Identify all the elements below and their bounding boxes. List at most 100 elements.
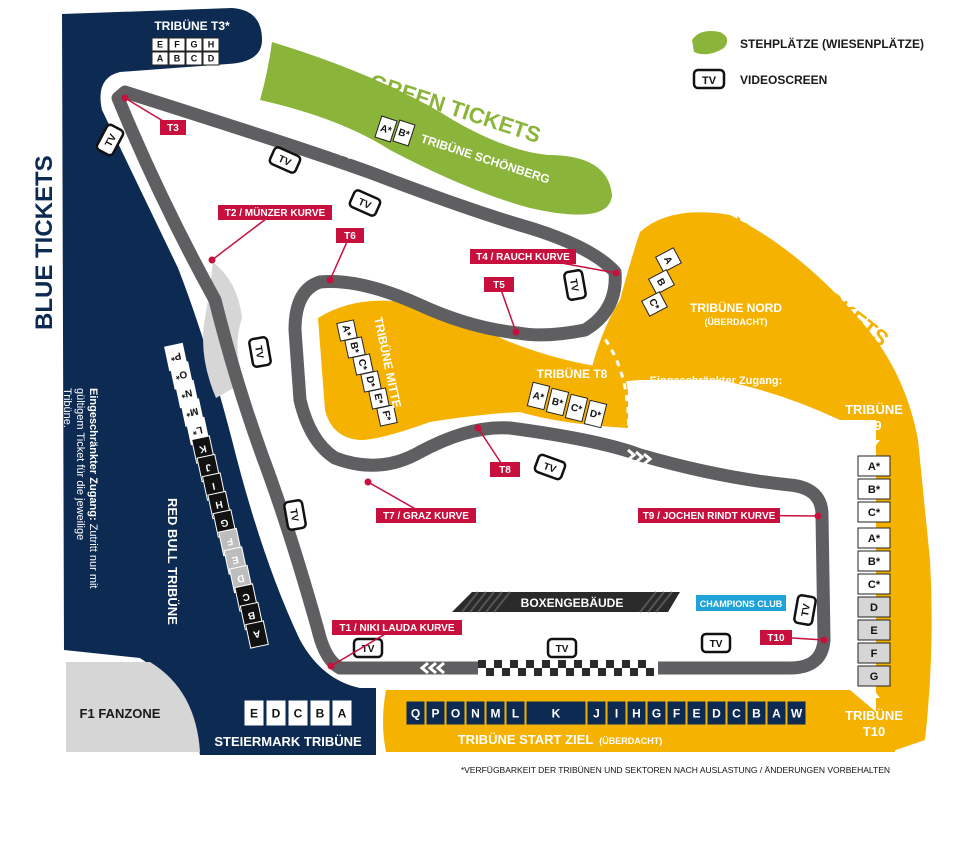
sector-c-star: C* xyxy=(857,573,891,595)
sector-l: L xyxy=(505,700,526,726)
sector-c-star: C* xyxy=(857,501,891,523)
sector-d: D xyxy=(706,700,727,726)
svg-text:T10: T10 xyxy=(767,633,785,644)
svg-text:M: M xyxy=(491,706,501,720)
turn-label-t4: T4 / RAUCH KURVE xyxy=(470,249,620,277)
tv-icon: TV xyxy=(95,123,125,157)
svg-text:P: P xyxy=(431,706,439,720)
svg-text:H: H xyxy=(632,706,641,720)
sector-e: E xyxy=(243,699,265,727)
turn-label-t8: T8 xyxy=(474,424,520,477)
svg-text:E: E xyxy=(692,706,700,720)
tv-icon: TV xyxy=(283,499,307,531)
turn-label-t2: T2 / MÜNZER KURVE xyxy=(208,205,332,264)
yellow-access-line3: Tribüne. xyxy=(696,420,736,432)
svg-text:W: W xyxy=(791,706,803,720)
sector-i: I xyxy=(606,700,627,726)
tv-icon: TV xyxy=(248,336,272,368)
sector-b-star: B* xyxy=(857,478,891,500)
legend-tv-text: TV xyxy=(702,75,717,87)
tv-icon: TV xyxy=(700,632,732,654)
svg-text:N: N xyxy=(471,706,480,720)
svg-text:TV: TV xyxy=(800,603,813,618)
sector-b-star: B* xyxy=(545,387,570,417)
svg-text:TV: TV xyxy=(542,461,558,476)
sector-b-star: B* xyxy=(857,550,891,572)
svg-text:E: E xyxy=(870,625,877,637)
sector-c-star: C* xyxy=(564,393,589,423)
sector-a-star: A* xyxy=(374,115,398,143)
tv-icon: TV xyxy=(268,146,302,174)
sector-g: G xyxy=(646,700,667,726)
fanzone-label: F1 FANZONE xyxy=(80,706,161,721)
turn-label-t3: T3 xyxy=(121,94,186,135)
svg-text:C*: C* xyxy=(868,579,881,591)
svg-text:O: O xyxy=(451,706,460,720)
svg-text:D: D xyxy=(712,706,721,720)
sector-a: A xyxy=(655,247,682,273)
legend-tv-icon xyxy=(692,68,726,90)
sector-e-star: E* xyxy=(368,387,390,410)
blue-tickets-title: BLUE TICKETS xyxy=(31,155,58,330)
sector-c-star: C* xyxy=(352,353,374,376)
track-chevrons xyxy=(331,140,653,675)
svg-text:A: A xyxy=(772,706,781,720)
tribune-steiermark-title: STEIERMARK TRIBÜNE xyxy=(214,734,362,749)
sector-a-star: A* xyxy=(857,527,891,549)
svg-text:B: B xyxy=(247,609,256,621)
sector-a-star: A* xyxy=(857,455,891,477)
svg-text:TV: TV xyxy=(103,132,119,149)
svg-text:C*: C* xyxy=(570,402,584,415)
sector-h: H xyxy=(626,700,647,726)
tribune-t10-num: T10 xyxy=(863,724,885,739)
race-track xyxy=(111,85,831,675)
svg-text:A*: A* xyxy=(532,390,546,403)
sector-c-star: C* xyxy=(641,291,668,317)
sector-f: F xyxy=(666,700,687,726)
legend-grass-icon xyxy=(692,31,728,55)
tribune-mitte-sectors: A*B*C*D*E*F* xyxy=(336,319,398,427)
svg-text:T7 / GRAZ KURVE: T7 / GRAZ KURVE xyxy=(383,511,469,522)
svg-text:O*: O* xyxy=(174,368,188,381)
svg-text:T4 / RAUCH KURVE: T4 / RAUCH KURVE xyxy=(476,252,570,263)
pit-building-label: BOXENGEBÄUDE xyxy=(521,595,624,610)
footnote: *VERFÜGBARKEIT DER TRIBÜNEN UND SEKTOREN… xyxy=(461,765,890,775)
tribune-t8-sectors: A*B*C*D* xyxy=(526,381,608,429)
svg-text:B: B xyxy=(752,706,761,720)
svg-text:G: G xyxy=(219,516,229,528)
sector-m: M xyxy=(485,700,506,726)
sector-d-star: D* xyxy=(583,399,608,429)
sector-b: B xyxy=(648,269,675,295)
svg-text:D: D xyxy=(870,602,878,614)
tv-icon: TV xyxy=(533,453,567,481)
svg-text:E: E xyxy=(230,553,239,565)
svg-text:A*: A* xyxy=(339,324,352,337)
champions-club-label: CHAMPIONS CLUB xyxy=(700,599,783,609)
svg-text:B: B xyxy=(654,277,667,289)
turn-label-t5: T5 xyxy=(484,277,520,336)
tribune-nord-sub: (ÜBERDACHT) xyxy=(705,317,768,327)
turn-label-t9: T9 / JOCHEN RINDT KURVE xyxy=(638,508,822,523)
svg-text:T5: T5 xyxy=(493,280,505,291)
svg-text:F: F xyxy=(871,648,878,660)
sector-o: O xyxy=(445,700,466,726)
svg-text:L*: L* xyxy=(191,424,203,437)
yellow-zone-north xyxy=(585,212,932,752)
svg-text:N*: N* xyxy=(180,386,193,399)
svg-text:E*: E* xyxy=(371,392,384,405)
turn-label-t7: T7 / GRAZ KURVE xyxy=(364,478,476,523)
svg-text:G: G xyxy=(870,671,879,683)
turn-label-t6: T6 xyxy=(326,228,364,284)
tribune-t9-num: T9 xyxy=(866,418,881,433)
sector-n: N xyxy=(465,700,486,726)
sector-d: D xyxy=(265,699,287,727)
yellow-access-title: Eingeschränkter Zugang: xyxy=(650,375,783,387)
tv-icon: TV xyxy=(563,269,587,301)
svg-text:G: G xyxy=(190,40,197,50)
sector-g: G xyxy=(857,665,891,687)
sector-a: A xyxy=(151,51,169,66)
svg-text:T3: T3 xyxy=(167,123,179,134)
